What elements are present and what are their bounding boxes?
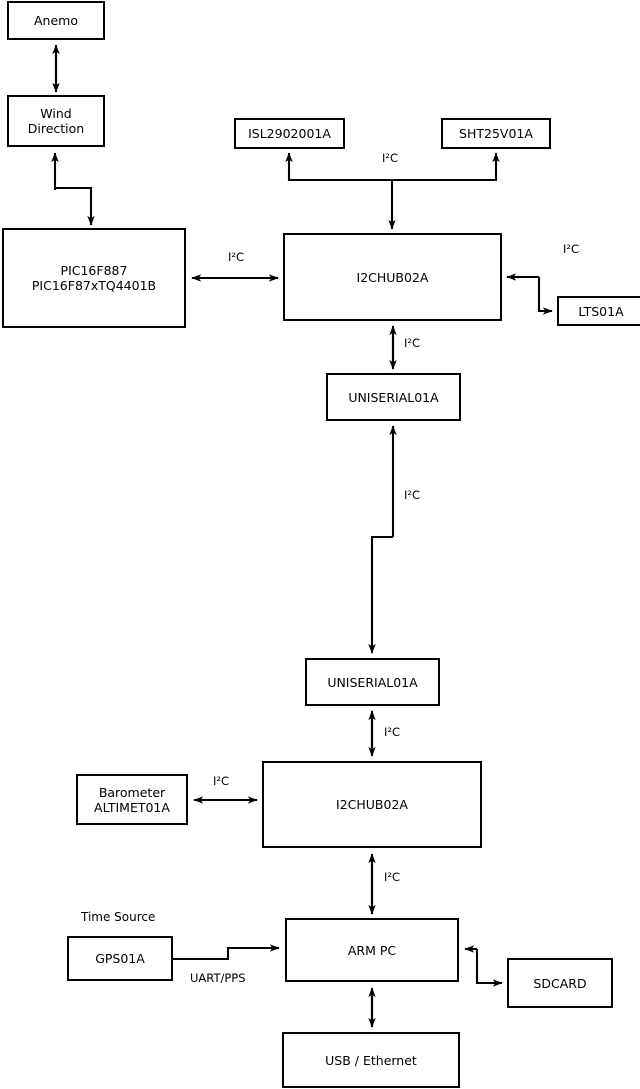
edge-label-i2c-uniserial-link: I²C xyxy=(404,488,421,502)
node-wind-direction-label: Wind Direction xyxy=(27,106,85,136)
edge-hub-lts-out xyxy=(537,277,553,315)
node-pic-mcu-label: PIC16F887 PIC16F87xTQ4401B xyxy=(31,263,157,293)
node-uniserial01a-top[interactable]: UNISERIAL01A xyxy=(326,373,461,421)
edge-label-i2c-uniserial-hub2: I²C xyxy=(384,725,401,739)
edge-label-i2c-barometer-hub2: I²C xyxy=(213,774,230,788)
edge-label-uart-pps: UART/PPS xyxy=(190,971,246,985)
node-gps01a[interactable]: GPS01A xyxy=(67,936,173,981)
edge-gps-arm xyxy=(173,944,280,961)
node-gps01a-label: GPS01A xyxy=(95,951,145,966)
node-barometer-altimet01a-label: Barometer ALTIMET01A xyxy=(94,784,170,815)
node-sht25v01a-label: SHT25V01A xyxy=(459,126,533,141)
node-arm-pc-label: ARM PC xyxy=(347,942,397,958)
edge-hub-bus-isl xyxy=(285,152,392,182)
node-lts01a[interactable]: LTS01A xyxy=(557,296,640,326)
node-isl2902001a-label: ISL2902001A xyxy=(248,126,331,141)
edge-label-i2c-sensor-bus: I²C xyxy=(382,151,399,165)
node-usb-ethernet-label: USB / Ethernet xyxy=(325,1052,417,1068)
node-sdcard[interactable]: SDCARD xyxy=(507,958,613,1008)
node-i2chub02a-top[interactable]: I2CHUB02A xyxy=(283,233,502,321)
node-anemo[interactable]: Anemo xyxy=(7,1,105,40)
node-barometer-altimet01a[interactable]: Barometer ALTIMET01A xyxy=(76,774,188,825)
edge-label-i2c-hub-lts: I²C xyxy=(563,242,580,256)
node-anemo-label: Anemo xyxy=(34,13,78,28)
node-isl2902001a[interactable]: ISL2902001A xyxy=(234,118,345,149)
edge-label-i2c-hub-uniserial: I²C xyxy=(404,336,421,350)
edge-label-i2c-hub2-armpc: I²C xyxy=(384,870,401,884)
edge-arm-sdcard-out xyxy=(475,949,503,987)
edge-hub-bus-sht xyxy=(392,152,500,182)
node-i2chub02a-bottom[interactable]: I2CHUB02A xyxy=(262,761,482,848)
edge-label-i2c-pic-hub: I²C xyxy=(228,250,245,264)
node-i2chub02a-top-label: I2CHUB02A xyxy=(356,269,429,285)
node-uniserial01a-top-label: UNISERIAL01A xyxy=(348,389,439,405)
edge-uni-uni-down xyxy=(368,535,393,654)
node-wind-direction[interactable]: Wind Direction xyxy=(7,95,105,147)
node-pic-mcu[interactable]: PIC16F887 PIC16F87xTQ4401B xyxy=(2,228,186,328)
label-time-source: Time Source xyxy=(81,910,156,924)
node-arm-pc[interactable]: ARM PC xyxy=(285,918,459,982)
node-uniserial01a-bottom[interactable]: UNISERIAL01A xyxy=(305,658,440,706)
node-uniserial01a-bottom-label: UNISERIAL01A xyxy=(327,674,418,690)
node-i2chub02a-bottom-label: I2CHUB02A xyxy=(336,797,408,812)
node-usb-ethernet[interactable]: USB / Ethernet xyxy=(282,1032,460,1088)
edge-wind-pic-down xyxy=(55,186,95,226)
node-lts01a-label: LTS01A xyxy=(578,303,624,319)
node-sht25v01a[interactable]: SHT25V01A xyxy=(441,118,551,149)
node-sdcard-label: SDCARD xyxy=(533,975,587,991)
